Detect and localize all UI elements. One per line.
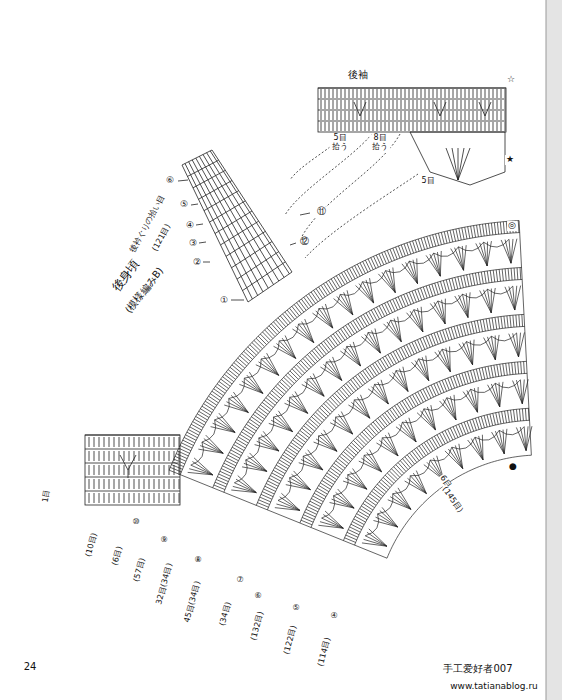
row-number: ③: [188, 239, 198, 249]
row-number: ④: [185, 221, 195, 231]
row-number: ④: [329, 612, 338, 621]
joining-mark: ◎: [507, 221, 517, 231]
stitch-count: (6目): [111, 545, 125, 568]
row-number: ⑨: [159, 536, 168, 545]
stitch-count: (122目): [283, 624, 300, 657]
back-neck-chart: [178, 150, 310, 302]
stitch-count: (132目): [250, 610, 267, 643]
stitch-count: (121目): [151, 222, 174, 254]
stitch-count: (10目): [84, 531, 99, 559]
part-name: 後袖: [347, 69, 369, 80]
yoke-fan-chart: [169, 221, 532, 559]
stitch-count: (145目): [439, 485, 464, 516]
pickup-note: 5目: [420, 177, 435, 186]
stitch-count: 45目(34目): [183, 579, 203, 624]
stitch-count: 32目(34目): [155, 561, 175, 606]
row-number: ⑥: [253, 592, 262, 601]
pickup-note: 8目 拾う: [369, 134, 390, 152]
sleeve-chart: [285, 88, 506, 258]
row-number: ⑦: [235, 576, 244, 585]
stitch-count: (34目): [218, 600, 233, 628]
watermark: www.tatianablog.ru: [449, 682, 539, 692]
row-number: ⑤: [291, 604, 300, 613]
stitch-count: 1目: [41, 488, 52, 504]
row-number: ⑤: [179, 200, 189, 210]
joining-mark: ●: [508, 462, 518, 472]
page-fold: [546, 0, 547, 700]
pickup-note: 5目 拾う: [329, 134, 350, 152]
row-number: ⑩: [131, 518, 140, 527]
next-page-edge: [546, 0, 562, 700]
left-rib-block: [85, 435, 180, 505]
joining-mark: ☆: [506, 75, 516, 85]
stitch-count: (57目): [132, 556, 147, 584]
page-number: 24: [23, 661, 38, 672]
row-number: ①: [219, 296, 229, 306]
row-number: ⑪: [316, 207, 327, 217]
row-number: ⑥: [165, 176, 175, 186]
watermark: 手工爱好者007: [442, 663, 513, 674]
row-number: ②: [192, 258, 202, 268]
row-number: ⑧: [193, 556, 202, 565]
stitch-count: (114目): [317, 636, 334, 669]
row-number: ⑫: [299, 237, 310, 247]
joining-mark: ★: [505, 155, 515, 165]
